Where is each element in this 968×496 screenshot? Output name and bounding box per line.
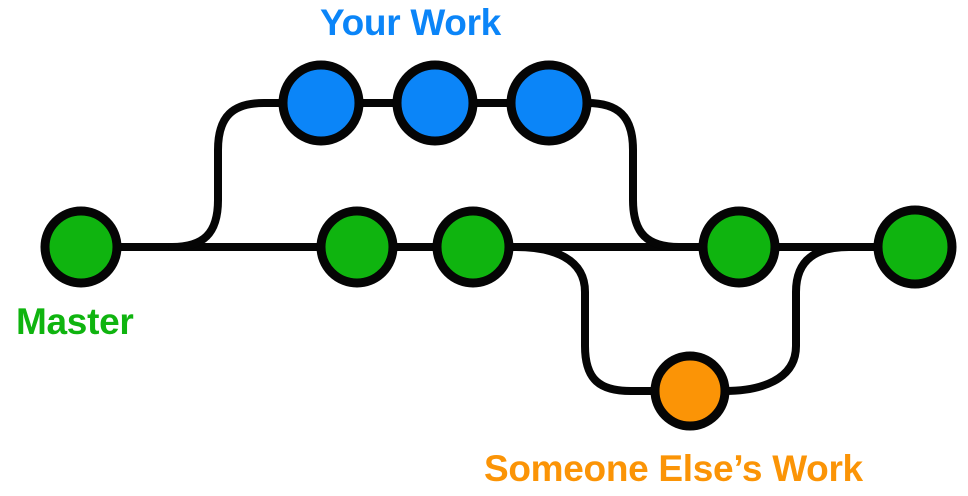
lane-label-your-work: Your Work <box>320 2 501 43</box>
edge-merge-in-orange <box>721 243 882 395</box>
lane-label-master: Master <box>16 301 134 342</box>
commit-node-your-work-2[interactable] <box>392 60 478 146</box>
lane-label-someone-else: Someone Else’s Work <box>484 448 863 489</box>
commit-node-your-work-1[interactable] <box>278 60 364 146</box>
commit-node-master-1[interactable] <box>40 206 122 288</box>
commit-node-master-3[interactable] <box>432 206 514 288</box>
commit-node-layer <box>40 60 957 431</box>
commit-node-master-2[interactable] <box>316 206 398 288</box>
commit-node-master-4[interactable] <box>698 206 780 288</box>
commit-node-your-work-3[interactable] <box>506 60 592 146</box>
edge-branch-out-orange <box>512 243 659 395</box>
edge-branch-out-blue <box>168 99 287 251</box>
commit-node-master-5[interactable] <box>873 205 957 289</box>
commit-node-someone-else-1[interactable] <box>650 351 730 431</box>
edge-merge-in-blue <box>583 99 707 251</box>
